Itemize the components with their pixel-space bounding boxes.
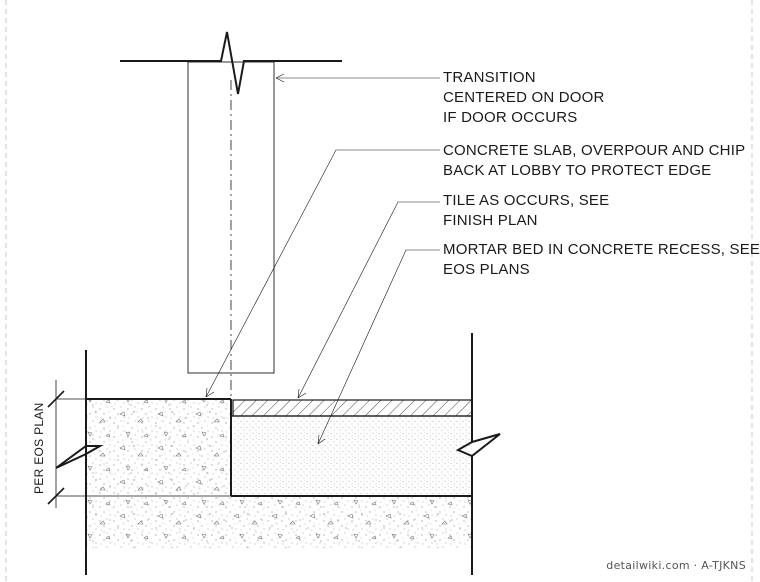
leader-concrete-slab bbox=[205, 149, 440, 398]
leader-transition bbox=[275, 73, 440, 83]
note-line: EOS PLANS bbox=[443, 261, 530, 278]
sheet-border bbox=[5, 0, 753, 582]
note-line: CONCRETE SLAB, OVERPOUR AND CHIP bbox=[443, 142, 746, 159]
note-mortar-bed: MORTAR BED IN CONCRETE RECESS, SEE EOS P… bbox=[443, 240, 760, 280]
right-break-line bbox=[455, 333, 501, 575]
note-line: FINISH PLAN bbox=[443, 212, 538, 229]
leader-mortar-bed bbox=[317, 249, 440, 445]
dimension-label: PER EOS PLAN bbox=[32, 402, 46, 494]
note-tile: TILE AS OCCURS, SEE FINISH PLAN bbox=[443, 191, 609, 231]
mortar-bed bbox=[231, 415, 472, 496]
note-line: MORTAR BED IN CONCRETE RECESS, SEE bbox=[443, 241, 760, 258]
concrete-slab bbox=[86, 399, 472, 548]
note-line: BACK AT LOBBY TO PROTECT EDGE bbox=[443, 162, 712, 179]
slab-outline bbox=[86, 398, 472, 497]
dimension-per-eos-plan bbox=[47, 380, 231, 508]
tile-layer bbox=[232, 399, 473, 417]
leader-tile bbox=[297, 201, 440, 399]
note-line: TRANSITION bbox=[443, 69, 536, 86]
wall-above bbox=[120, 31, 342, 398]
credit-label: detailwiki.com · A-TJKNS bbox=[606, 559, 746, 572]
note-concrete-slab: CONCRETE SLAB, OVERPOUR AND CHIP BACK AT… bbox=[443, 141, 745, 181]
note-line: IF DOOR OCCURS bbox=[443, 109, 578, 126]
note-line: TILE AS OCCURS, SEE bbox=[443, 192, 610, 209]
note-line: CENTERED ON DOOR bbox=[443, 89, 605, 106]
note-transition: TRANSITION CENTERED ON DOOR IF DOOR OCCU… bbox=[443, 68, 605, 128]
